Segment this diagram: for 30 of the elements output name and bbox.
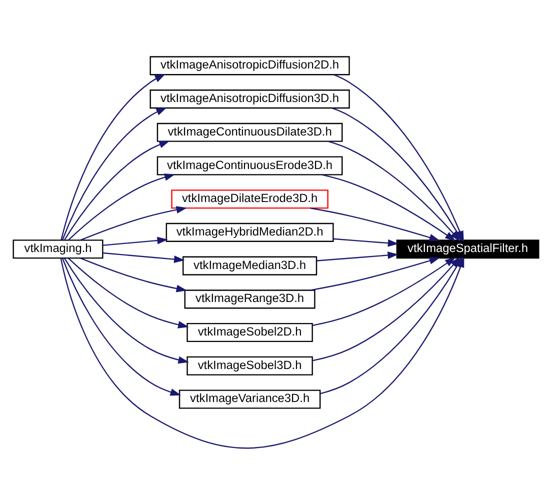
node-box: vtkImageSobel3D.h [186, 356, 313, 375]
arrow [312, 256, 456, 326]
arrow [60, 73, 166, 240]
node-box: vtkImageMedian3D.h [182, 256, 318, 275]
arrow [68, 257, 189, 328]
node-box: vtkImageAnisotropicDiffusion2D.h [150, 56, 350, 75]
node-box: vtkImaging.h [12, 239, 104, 258]
arrow [310, 256, 440, 290]
arrow [64, 140, 170, 240]
arrow [322, 174, 456, 241]
node-box: vtkImageVariance3D.h [178, 389, 321, 408]
node-box: vtkImageContinuousDilate3D.h [156, 122, 343, 142]
node-box: vtkImageHybridMedian2D.h [166, 222, 334, 242]
node-box: vtkImageRange3D.h [184, 289, 316, 308]
arrow [316, 251, 398, 261]
arrow [328, 140, 460, 241]
arrow [80, 257, 188, 292]
node-box: vtkImageSobel2D.h [186, 322, 313, 342]
arrow [103, 236, 168, 246]
arrow [64, 257, 190, 364]
node-box: vtkImageAnisotropicDiffusion3D.h [150, 89, 350, 108]
arrow [68, 173, 176, 240]
arrow [333, 238, 399, 246]
node-box: vtkImageSpatialFilter.h [396, 239, 540, 258]
arrow [62, 257, 182, 396]
node-box: vtkImageContinuousErode3D.h [156, 156, 343, 175]
arrow [62, 106, 167, 240]
arrow [80, 206, 188, 240]
arrow [103, 252, 185, 262]
node-box: vtkImageDilateErode3D.h [171, 189, 328, 208]
